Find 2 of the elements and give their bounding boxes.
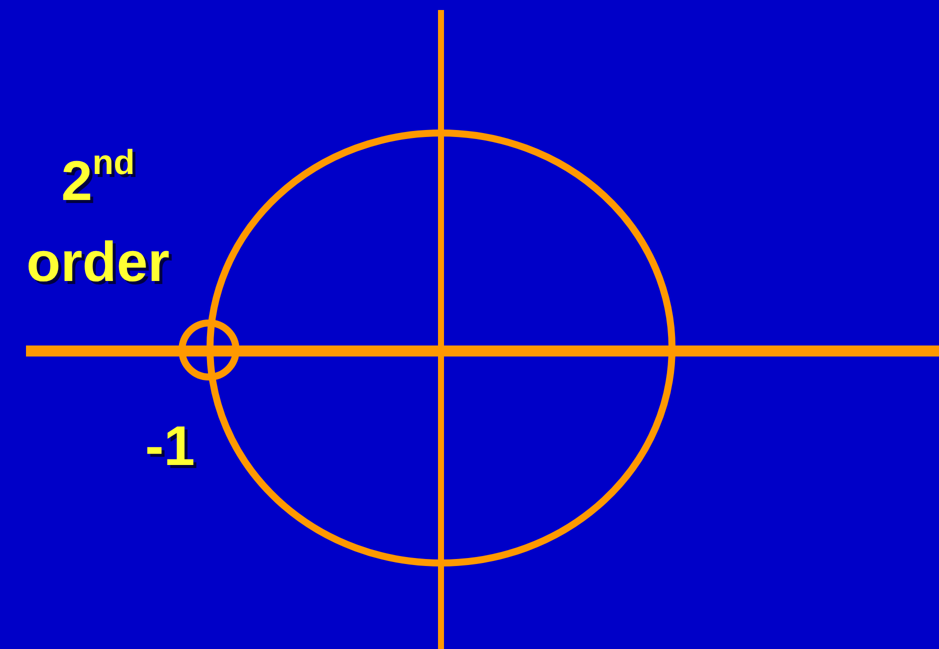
point-label: -1 [144, 413, 196, 479]
order-label: 2$^{nd}$ order [25, 142, 171, 296]
